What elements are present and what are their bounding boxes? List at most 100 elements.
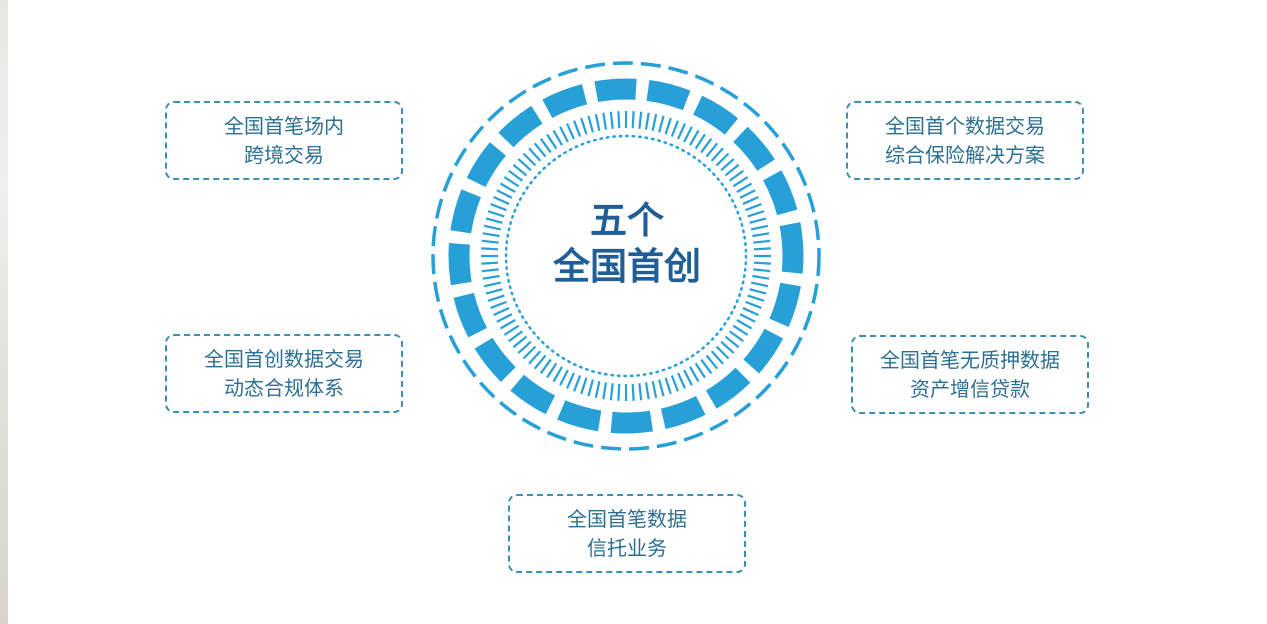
center-title-line-1: 五个 <box>590 199 664 242</box>
feature-box-1-line-1: 全国首笔场内 <box>224 113 344 138</box>
tick-mark <box>753 239 771 244</box>
tick-mark <box>745 203 762 212</box>
left-edge-background <box>0 0 8 624</box>
tick-mark <box>644 382 650 400</box>
tick-mark <box>677 123 686 140</box>
feature-box-5-line-2: 信托业务 <box>587 535 667 560</box>
tick-mark <box>490 203 507 212</box>
tick-mark <box>512 335 528 349</box>
tick-mark <box>499 319 516 330</box>
feature-box-1-line-2: 跨境交易 <box>244 142 324 167</box>
tick-mark <box>700 358 713 374</box>
tick-mark <box>487 294 505 302</box>
tick-mark <box>752 232 770 238</box>
tick-mark <box>539 358 552 374</box>
tick-mark <box>508 169 524 182</box>
feature-box-3-line-1: 全国首创数据交易 <box>204 346 364 371</box>
tick-mark <box>732 324 749 336</box>
tick-mark <box>481 261 499 265</box>
tick-mark <box>512 163 528 177</box>
tick-mark <box>559 126 569 143</box>
tick-mark <box>594 380 601 399</box>
tick-mark <box>689 129 700 146</box>
tick-mark <box>481 268 499 273</box>
tick-mark <box>566 123 575 140</box>
tick-mark <box>559 369 569 386</box>
tick-mark <box>539 138 552 154</box>
tick-mark <box>753 247 771 251</box>
feature-box-4-line-1: 全国首笔无质押数据 <box>880 347 1060 372</box>
tick-mark <box>587 379 594 397</box>
tick-mark <box>651 113 658 132</box>
feature-box-5-line-1: 全国首笔数据 <box>567 506 687 531</box>
tick-mark <box>664 377 672 395</box>
center-title: 五个 全国首创 <box>527 198 727 290</box>
feature-box-5: 全国首笔数据 信托业务 <box>508 494 746 573</box>
inner-dotted-ring <box>504 134 748 378</box>
tick-mark <box>749 288 767 295</box>
tick-mark <box>670 120 679 137</box>
feature-box-4: 全国首笔无质押数据 资产增信贷款 <box>851 335 1089 414</box>
tick-mark <box>747 210 765 218</box>
tick-mark <box>487 210 505 218</box>
feature-box-3: 全国首创数据交易 动态合规体系 <box>165 334 403 413</box>
tick-mark <box>752 274 770 280</box>
tick-mark <box>517 158 532 172</box>
tick-mark <box>522 152 537 167</box>
tick-mark <box>694 362 706 379</box>
tick-mark <box>677 372 686 389</box>
tick-mark <box>508 330 524 343</box>
feature-box-4-line-2: 资产增信贷款 <box>910 376 1030 401</box>
tick-mark <box>694 133 706 150</box>
segment-ring <box>448 78 804 434</box>
tick-mark <box>483 281 502 288</box>
tick-mark <box>705 354 719 370</box>
feature-box-2: 全国首个数据交易 综合保险解决方案 <box>846 101 1084 180</box>
feature-box-2-line-1: 全国首个数据交易 <box>885 113 1045 138</box>
tick-mark <box>705 142 719 158</box>
tick-mark <box>720 340 735 354</box>
feature-box-3-line-2: 动态合规体系 <box>224 375 344 400</box>
tick-mark <box>728 169 744 182</box>
tick-mark <box>573 375 582 392</box>
tick-mark <box>683 126 693 143</box>
tick-mark <box>481 247 499 251</box>
tick-mark <box>724 163 740 177</box>
tick-mark <box>715 152 730 167</box>
tick-mark <box>609 111 614 129</box>
tick-mark <box>638 383 643 401</box>
tick-mark <box>715 345 730 360</box>
tick-mark <box>573 120 582 137</box>
tick-mark <box>658 379 665 397</box>
tick-mark <box>496 189 513 199</box>
tick-mark <box>617 111 621 129</box>
tick-mark <box>631 383 635 401</box>
tick-mark <box>533 142 547 158</box>
tick-mark <box>493 307 510 316</box>
tick-mark <box>750 281 769 288</box>
tick-mark <box>720 158 735 172</box>
tick-mark <box>483 224 502 231</box>
tick-mark <box>546 362 558 379</box>
tick-mark <box>742 196 759 205</box>
tick-mark <box>753 268 771 273</box>
tick-mark <box>602 112 608 130</box>
tick-mark <box>732 176 749 188</box>
tick-mark <box>736 319 753 330</box>
tick-mark <box>485 288 503 295</box>
tick-mark <box>490 300 507 309</box>
tick-mark <box>651 380 658 399</box>
tick-mark <box>745 300 762 309</box>
tick-mark <box>503 176 520 188</box>
tick-mark <box>493 196 510 205</box>
tick-mark <box>750 224 769 231</box>
tick-mark <box>683 369 693 386</box>
tick-mark <box>617 383 621 401</box>
tick-mark <box>503 324 520 336</box>
tick-mark <box>552 129 563 146</box>
tick-mark <box>528 350 542 365</box>
tick-mark <box>546 133 558 150</box>
feature-box-2-line-2: 综合保险解决方案 <box>885 142 1045 167</box>
tick-mark <box>700 138 713 154</box>
